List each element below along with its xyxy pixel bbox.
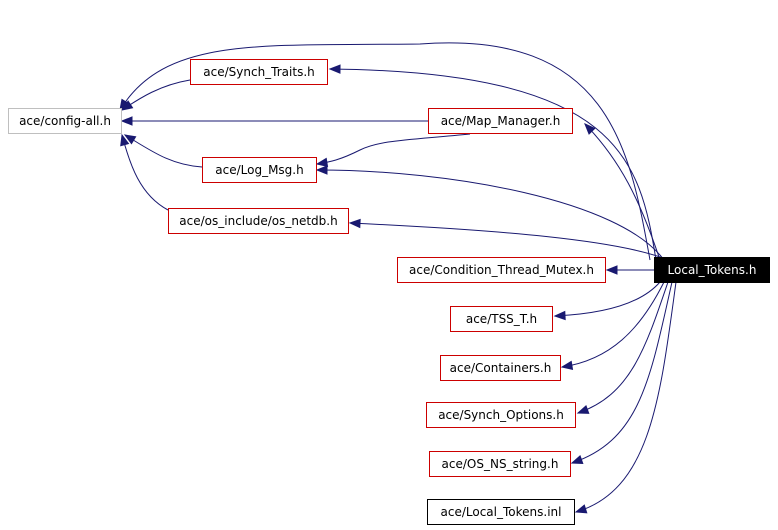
node-local-tokens-inl[interactable]: ace/Local_Tokens.inl bbox=[427, 499, 575, 525]
arrowhead bbox=[553, 310, 566, 321]
arrowhead bbox=[123, 134, 137, 145]
edge-local-tokens-to-containers bbox=[561, 281, 665, 368]
arrowhead bbox=[315, 157, 329, 168]
arrowhead bbox=[120, 100, 134, 111]
edge-local-tokens-to-os-netdb bbox=[349, 222, 669, 261]
edge-local-tokens-to-config-all bbox=[119, 42, 651, 261]
arrowhead bbox=[570, 455, 584, 464]
edge-local-tokens-to-local-tokens-inl bbox=[575, 281, 677, 513]
node-synch-options-h[interactable]: ace/Synch_Options.h bbox=[426, 402, 576, 428]
node-containers-h[interactable]: ace/Containers.h bbox=[440, 355, 561, 381]
edge-local-tokens-to-tss-t bbox=[554, 281, 661, 317]
edge-synch-traits-to-config-all bbox=[121, 79, 191, 111]
arrowhead bbox=[584, 123, 596, 135]
node-tss-t-h[interactable]: ace/TSS_T.h bbox=[450, 306, 553, 332]
arrowhead bbox=[605, 265, 618, 275]
arrowhead bbox=[560, 360, 574, 371]
arrowhead bbox=[576, 404, 590, 414]
edge-local-tokens-to-map-manager bbox=[584, 123, 661, 261]
arrowhead bbox=[315, 165, 328, 175]
edge-layer bbox=[119, 42, 677, 513]
edge-local-tokens-to-synch-traits bbox=[329, 68, 657, 261]
edge-map-manager-to-log-msg bbox=[316, 133, 471, 165]
edge-local-tokens-to-synch-options bbox=[577, 281, 669, 414]
edge-os-netdb-to-config-all bbox=[121, 134, 169, 211]
node-local-tokens-h[interactable]: Local_Tokens.h bbox=[654, 257, 770, 283]
node-condition-thread-mutex-h[interactable]: ace/Condition_Thread_Mutex.h bbox=[397, 257, 606, 283]
arrowhead bbox=[120, 133, 130, 147]
node-config-all-h[interactable]: ace/config-all.h bbox=[8, 108, 122, 134]
arrowhead bbox=[120, 116, 133, 126]
edge-local-tokens-to-log-msg bbox=[316, 169, 665, 261]
node-map-manager-h[interactable]: ace/Map_Manager.h bbox=[428, 108, 573, 134]
arrowhead bbox=[348, 218, 361, 229]
edge-log-msg-to-config-all bbox=[124, 134, 203, 168]
arrowhead bbox=[574, 504, 588, 514]
arrowhead bbox=[328, 64, 341, 74]
node-os-ns-string-h[interactable]: ace/OS_NS_string.h bbox=[429, 451, 571, 477]
edge-local-tokens-to-os-ns-string bbox=[571, 281, 673, 464]
arrowhead-layer bbox=[119, 64, 618, 514]
node-log-msg-h[interactable]: ace/Log_Msg.h bbox=[202, 157, 317, 183]
node-synch-traits-h[interactable]: ace/Synch_Traits.h bbox=[190, 59, 328, 85]
node-os-netdb-h[interactable]: ace/os_include/os_netdb.h bbox=[168, 208, 349, 234]
